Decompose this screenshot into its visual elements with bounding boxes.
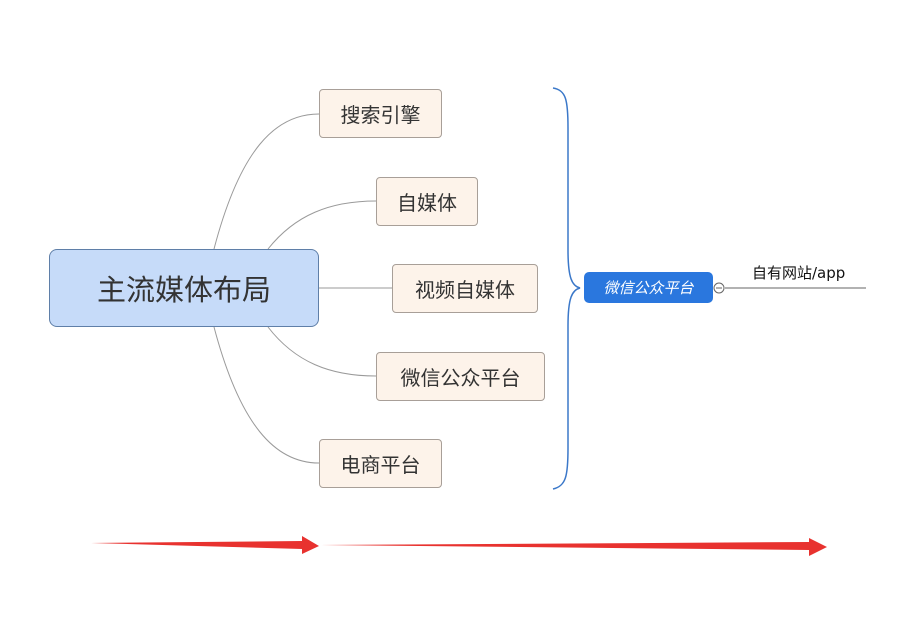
summary-node[interactable]: 微信公众平台 (584, 272, 713, 303)
branch-node-label: 视频自媒体 (415, 278, 515, 302)
branch-node-self-media[interactable]: 自媒体 (376, 177, 478, 226)
connector-root-to-search-engine (213, 113, 320, 250)
red-arrow-left (91, 536, 319, 554)
branch-node-video-self-media[interactable]: 视频自媒体 (392, 264, 538, 313)
branch-node-label: 自媒体 (397, 191, 457, 215)
summary-brace (552, 87, 581, 490)
connector-root-to-ecommerce (213, 326, 320, 464)
branch-node-label: 搜索引擎 (340, 103, 421, 127)
summary-child-node[interactable]: 自有网站/app (752, 264, 846, 282)
summary-node-label: 微信公众平台 (603, 279, 694, 297)
connector-root-to-wechat-platform (267, 326, 377, 377)
connector-root-to-self-media (267, 200, 377, 250)
branch-node-search-engine[interactable]: 搜索引擎 (319, 89, 442, 138)
branch-node-ecommerce[interactable]: 电商平台 (319, 439, 442, 488)
branch-node-label: 电商平台 (340, 453, 421, 477)
red-arrow-right (321, 538, 827, 556)
branch-node-label: 微信公众平台 (400, 366, 521, 390)
root-node-label: 主流媒体布局 (96, 273, 271, 307)
branch-node-wechat-platform[interactable]: 微信公众平台 (376, 352, 545, 401)
root-node[interactable]: 主流媒体布局 (49, 249, 319, 327)
